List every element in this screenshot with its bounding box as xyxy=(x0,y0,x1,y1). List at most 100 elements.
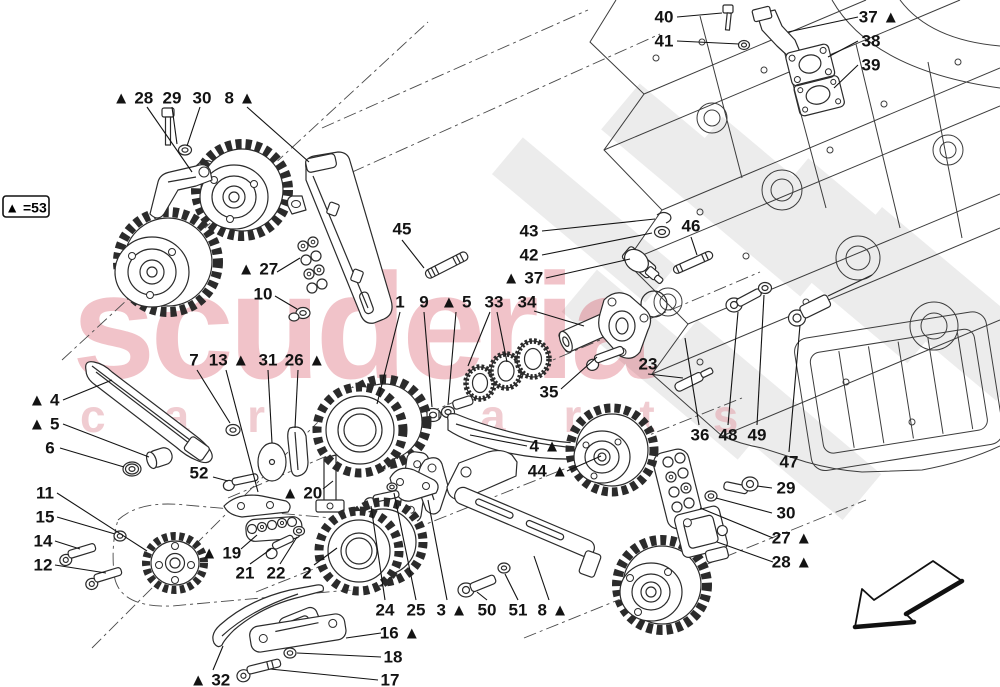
leader-line xyxy=(225,369,259,493)
part-callout: ▲ 5 xyxy=(28,415,59,434)
leader-line xyxy=(504,573,519,601)
part-callout: 36 xyxy=(691,426,710,445)
part-callout: 42 xyxy=(520,246,539,265)
chain-guide-8-top xyxy=(286,151,393,324)
part-callout: ▲ 5 xyxy=(440,293,471,312)
part-callout: 26 ▲ xyxy=(285,351,325,370)
damper-disc-31 xyxy=(257,442,287,482)
part-callout: 45 xyxy=(393,220,412,239)
pad-26 xyxy=(287,426,309,477)
leader-line xyxy=(294,369,299,429)
clip-43 xyxy=(656,211,672,224)
leader-line xyxy=(699,507,774,539)
bolt-29-top xyxy=(161,107,175,146)
leader-line xyxy=(276,257,301,273)
bolt-14 xyxy=(59,543,97,567)
sprocket-2 xyxy=(314,497,428,596)
part-callout: 27 ▲ xyxy=(772,529,812,548)
sprocket-11 xyxy=(142,532,208,594)
washer-42 xyxy=(653,225,671,239)
leader-line xyxy=(533,310,585,327)
chain-segment-27-bottom xyxy=(652,448,704,530)
part-callout: 31 xyxy=(259,351,278,370)
stud-45 xyxy=(424,251,469,279)
leader-line xyxy=(171,106,178,145)
leader-line xyxy=(59,447,125,468)
leader-line xyxy=(56,492,148,552)
shaft-34-flange xyxy=(558,292,652,359)
part-callout: 16 ▲ xyxy=(380,624,420,643)
part-callout: 41 xyxy=(655,32,674,51)
washer-30-top xyxy=(177,144,193,156)
washer-7 xyxy=(225,423,241,437)
leader-line xyxy=(212,476,229,482)
leader-line xyxy=(370,505,386,601)
part-callout: ▲ 32 xyxy=(190,671,230,687)
part-callout: 2 xyxy=(302,564,311,583)
leader-line xyxy=(788,324,801,453)
chain-guide-4-left xyxy=(85,361,213,464)
leader-line xyxy=(469,434,528,447)
leader-line xyxy=(376,311,401,405)
crank-sprocket-1 xyxy=(312,374,432,478)
part-callout: 24 xyxy=(376,601,395,620)
leader-line xyxy=(560,356,598,390)
leader-line xyxy=(827,40,859,58)
leader-line xyxy=(240,534,258,550)
part-callout: 25 xyxy=(407,601,426,620)
washer-18 xyxy=(283,647,297,659)
bolt-35 xyxy=(586,345,625,371)
part-callout: 7 xyxy=(189,351,198,370)
cam-variator-bottom-upper xyxy=(565,403,659,497)
part-callout: 22 xyxy=(267,564,286,583)
leader-line xyxy=(62,423,150,458)
part-callout: 37 ▲ xyxy=(859,8,899,27)
leader-line xyxy=(274,295,298,310)
leader-line xyxy=(676,12,723,18)
bracket-38 xyxy=(785,43,836,87)
chain-guide-32 xyxy=(212,584,324,648)
leader-line xyxy=(545,258,631,279)
washer-25 xyxy=(386,482,398,492)
part-callout: 38 xyxy=(862,32,881,51)
mount-plate-16 xyxy=(249,606,347,653)
leader-line xyxy=(715,497,773,514)
leader-line xyxy=(427,499,448,601)
cam-variator-top-right xyxy=(191,139,293,241)
gasket-39 xyxy=(793,75,845,117)
nut-10 xyxy=(288,306,311,322)
direction-arrow-icon xyxy=(852,560,965,630)
leader-line xyxy=(212,645,224,671)
part-callout: 43 xyxy=(520,222,539,241)
bracket-8-bottom xyxy=(446,449,602,578)
leader-line xyxy=(246,106,310,163)
leader-line xyxy=(54,564,107,574)
leader-line xyxy=(496,311,508,363)
guide-rail-20 xyxy=(315,454,345,513)
leader-line xyxy=(269,668,379,681)
part-callout: ▲ 20 xyxy=(282,484,322,503)
leader-line xyxy=(146,106,193,173)
leader-line xyxy=(756,485,773,489)
bolt-17 xyxy=(236,658,282,683)
part-callout: 6 xyxy=(45,439,54,458)
legend: ▲ =53 xyxy=(2,195,50,218)
part-callout: 33 xyxy=(485,293,504,312)
part-callout: 39 xyxy=(862,56,881,75)
part-callout: 10 xyxy=(254,285,273,304)
bolt-47 xyxy=(787,274,873,327)
leader-line xyxy=(676,40,740,45)
part-callout: 3 ▲ xyxy=(436,601,467,620)
leader-line xyxy=(313,547,338,566)
part-callout: ▲ 37 xyxy=(503,269,543,288)
part-callout: 46 xyxy=(682,217,701,236)
part-callout: 34 xyxy=(518,293,537,312)
leader-line xyxy=(541,232,653,256)
leader-line xyxy=(322,480,334,490)
part-callout: 13 ▲ xyxy=(209,351,249,370)
bolt-40 xyxy=(722,4,734,31)
part-callout: 51 xyxy=(509,601,528,620)
leader-line xyxy=(54,540,81,550)
